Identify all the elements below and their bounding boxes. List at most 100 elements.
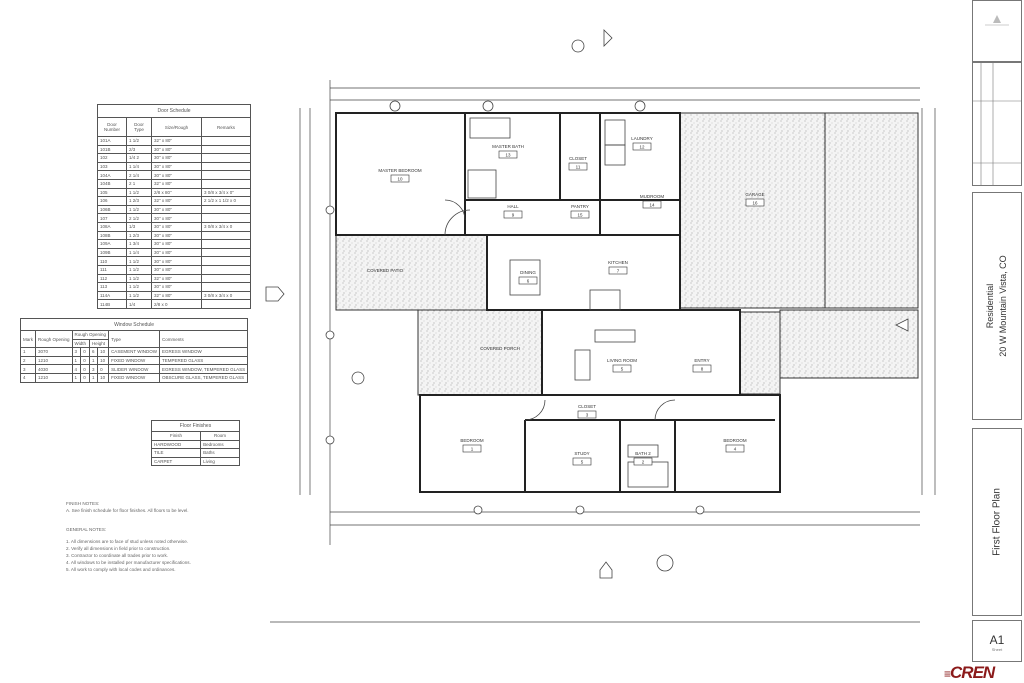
- sheet-number: A1: [989, 633, 1005, 647]
- col-mark: Mark: [20, 329, 36, 349]
- sheet-label: Sheet: [991, 647, 1003, 652]
- col-comments: Comments: [158, 329, 249, 349]
- room-number: 11: [576, 165, 581, 170]
- room-label-porch: COVERED PORCH: [480, 346, 520, 351]
- room-number: 16: [752, 201, 758, 206]
- window-schedule: Window Schedule Mark Rough Opening Rough…: [19, 318, 249, 383]
- room-number: 15: [577, 213, 583, 218]
- room-number: 3: [586, 413, 589, 418]
- room-label-closet: CLOSET: [569, 156, 587, 161]
- note-item: 4. All windows to be installed per manuf…: [66, 560, 191, 565]
- room-label-hall: HALL: [507, 204, 519, 209]
- room-number: 8: [701, 367, 704, 372]
- door-col-header: Door Type: [126, 117, 152, 137]
- room-label-garage: GARAGE: [745, 192, 764, 197]
- table-cell: CARPET: [150, 456, 202, 467]
- room-label-dining: DINING: [520, 270, 536, 275]
- room-tag: [608, 266, 628, 275]
- table-cell: [201, 299, 251, 309]
- note-item: 3. Contractor to coordinate all trades p…: [66, 553, 169, 558]
- room-label-bedroom1: BEDROOM: [460, 438, 484, 443]
- room-tag: [632, 142, 652, 151]
- title-block-logo: [972, 0, 1022, 62]
- room-tag: [498, 150, 518, 159]
- note-item: 2. Verify all dimensions in field prior …: [66, 546, 171, 551]
- room-tag: [745, 198, 765, 207]
- patio-slab: [335, 234, 488, 311]
- room-label-master-bath: MASTER BATH: [492, 144, 524, 149]
- project-name: Residential: [985, 283, 995, 329]
- room-tag: [462, 444, 482, 453]
- title-block-project: Residential 20 W Mountain Vista, CO: [972, 192, 1022, 420]
- room-tag: [725, 444, 745, 453]
- room-number: 14: [649, 203, 655, 208]
- room-number: 13: [505, 153, 511, 158]
- room-tag: [577, 410, 597, 419]
- title-block-revisions: [972, 62, 1022, 186]
- room-number: 6: [527, 279, 530, 284]
- room-number: 2: [642, 460, 645, 465]
- room-tag: [570, 210, 590, 219]
- room-number: 5: [581, 460, 584, 465]
- room-label-closet2: CLOSET: [578, 404, 596, 409]
- finish-notes-heading: FINISH NOTES:: [66, 501, 100, 506]
- table-cell: Living: [200, 456, 240, 467]
- room-number: 12: [639, 145, 645, 150]
- cren-logo: ≡CREN: [944, 663, 995, 682]
- room-tag: [692, 364, 712, 373]
- door-col-header: Remarks: [201, 117, 251, 137]
- room-label-kitchen: KITCHEN: [608, 260, 628, 265]
- note-item: 5. All work to comply with local codes a…: [66, 567, 176, 572]
- note-item: 1. All dimensions are to face of stud un…: [66, 539, 189, 544]
- room-tag: [390, 174, 410, 183]
- table-cell: 4: [20, 372, 36, 383]
- title-block-sheet-title: First Floor Plan: [972, 428, 1022, 616]
- col-rough: Rough Opening: [35, 329, 73, 349]
- project-address: 20 W Mountain Vista, CO: [998, 255, 1008, 357]
- room-tag: [572, 457, 592, 466]
- room-label-entry: ENTRY: [694, 358, 709, 363]
- room-number: 4: [734, 447, 737, 452]
- room-label-patio: COVERED PATIO: [367, 268, 404, 273]
- finish-note: A. See finish schedule for floor finishe…: [66, 508, 189, 513]
- room-label-bedroom2: BEDROOM: [723, 438, 747, 443]
- porch-slab: [417, 309, 543, 396]
- finish-table-title: Floor Finishes: [151, 420, 240, 432]
- room-tag: [633, 457, 653, 466]
- table-cell: 1: [88, 372, 99, 383]
- table-cell: OBSCURE GLASS, TEMPERED GLASS: [158, 372, 249, 383]
- room-tag: [612, 364, 632, 373]
- room-label-master-bedroom: MASTER BEDROOM: [378, 168, 422, 173]
- room-label-living: LIVING ROOM: [607, 358, 637, 363]
- room-label-laundry: LAUNDRY: [631, 136, 652, 141]
- table-cell: 1210: [35, 372, 73, 383]
- garage-slab: [679, 112, 826, 309]
- room-number: 10: [397, 177, 403, 182]
- title-block-sheet-number: A1 Sheet: [972, 620, 1022, 662]
- room-number: 5: [621, 367, 624, 372]
- room-tag: [518, 276, 538, 285]
- room-label-study: STUDY: [574, 451, 589, 456]
- room-number: 9: [512, 213, 515, 218]
- notes: FINISH NOTES: A. See finish schedule for…: [66, 500, 226, 573]
- room-tag: [503, 210, 523, 219]
- room-label-pantry: PANTRY: [571, 204, 589, 209]
- sheet-title: First Floor Plan: [991, 488, 1003, 556]
- door-col-header: Door Number: [97, 117, 127, 137]
- room-number: 7: [617, 269, 620, 274]
- firm-logo-icon: [985, 15, 1009, 26]
- general-notes-heading: GENERAL NOTES:: [66, 527, 107, 532]
- room-tag: [568, 162, 588, 171]
- room-number: 1: [471, 447, 474, 452]
